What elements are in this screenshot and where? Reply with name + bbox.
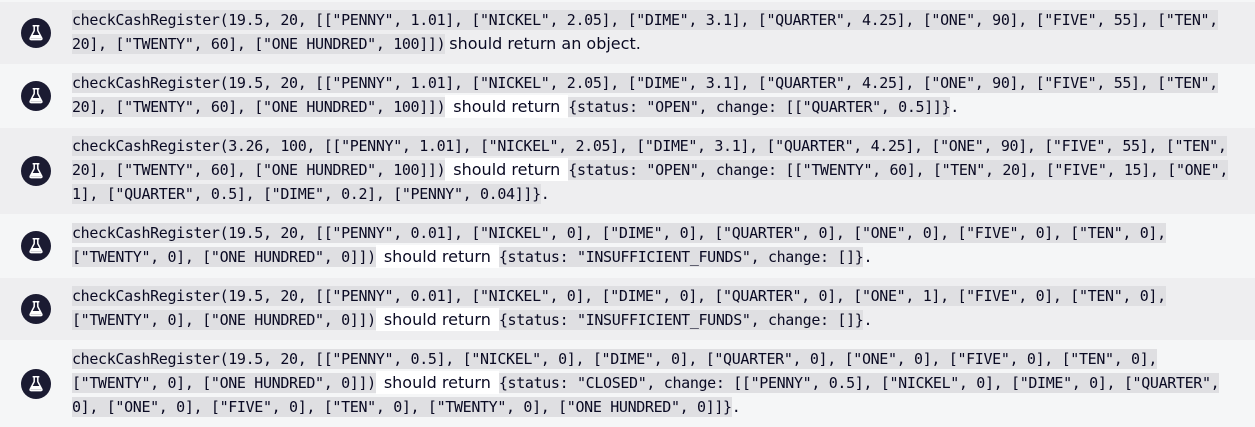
test-end-punctuation: .	[863, 311, 873, 329]
test-row-3: checkCashRegister(3.26, 100, [["PENNY", …	[0, 128, 1255, 214]
test-end-punctuation: .	[731, 398, 741, 416]
test-expectation-phrase: should return	[445, 95, 569, 118]
test-expectation-phrase: should return an object.	[449, 34, 641, 53]
test-expected-code: {status: "OPEN", change: [["QUARTER", 0.…	[568, 97, 951, 117]
test-description: checkCashRegister(3.26, 100, [["PENNY", …	[72, 128, 1255, 214]
test-row-4: checkCashRegister(19.5, 20, [["PENNY", 0…	[0, 215, 1255, 277]
test-description: checkCashRegister(19.5, 20, [["PENNY", 1…	[72, 2, 1255, 64]
flask-icon	[21, 369, 51, 399]
test-status	[0, 369, 72, 399]
test-expectation-phrase: should return	[375, 371, 499, 394]
test-description: checkCashRegister(19.5, 20, [["PENNY", 0…	[72, 341, 1255, 427]
test-status	[0, 156, 72, 186]
test-end-punctuation: .	[863, 248, 873, 266]
test-end-punctuation: .	[540, 185, 550, 203]
test-end-punctuation: .	[950, 98, 959, 116]
test-row-2: checkCashRegister(19.5, 20, [["PENNY", 1…	[0, 65, 1255, 127]
flask-icon	[21, 294, 51, 324]
test-status	[0, 294, 72, 324]
test-expected-code: {status: "INSUFFICIENT_FUNDS", change: […	[498, 247, 864, 267]
test-row-5: checkCashRegister(19.5, 20, [["PENNY", 0…	[0, 278, 1255, 340]
test-expectation-phrase: should return	[375, 245, 499, 268]
flask-icon	[21, 18, 51, 48]
flask-icon	[21, 156, 51, 186]
test-description: checkCashRegister(19.5, 20, [["PENNY", 0…	[72, 278, 1255, 340]
test-expected-code: {status: "INSUFFICIENT_FUNDS", change: […	[498, 310, 864, 330]
test-expectation-phrase: should return	[445, 158, 569, 181]
test-expectation-phrase: should return	[375, 308, 499, 331]
test-status	[0, 18, 72, 48]
flask-icon	[21, 231, 51, 261]
test-status	[0, 81, 72, 111]
test-call-code: checkCashRegister(19.5, 20, [["PENNY", 1…	[72, 10, 1218, 54]
test-row-6: checkCashRegister(19.5, 20, [["PENNY", 0…	[0, 341, 1255, 427]
test-description: checkCashRegister(19.5, 20, [["PENNY", 1…	[72, 65, 1255, 127]
test-description: checkCashRegister(19.5, 20, [["PENNY", 0…	[72, 215, 1255, 277]
flask-icon	[21, 81, 51, 111]
test-status	[0, 231, 72, 261]
test-row-1: checkCashRegister(19.5, 20, [["PENNY", 1…	[0, 2, 1255, 64]
